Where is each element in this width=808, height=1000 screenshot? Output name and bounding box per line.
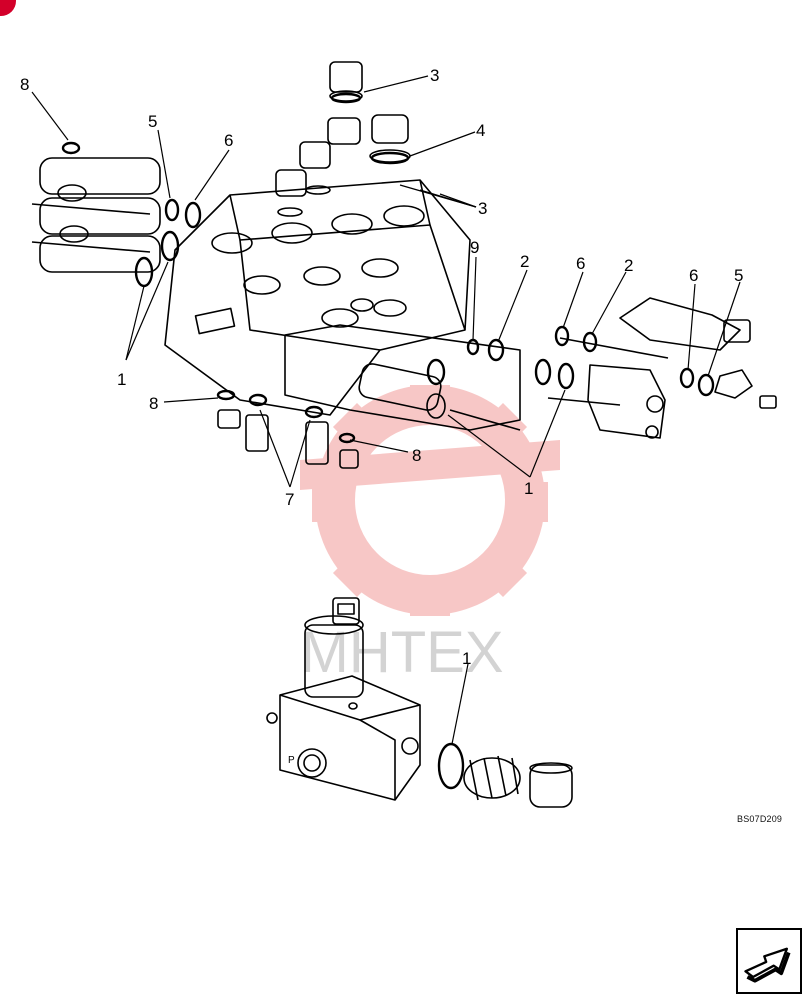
watermark-gear-logo [300, 385, 560, 616]
callout-9: 9 [470, 238, 479, 257]
o-ring-seals [61, 92, 715, 444]
callout-1-lower: 1 [462, 649, 471, 668]
callout-5-right: 5 [734, 266, 743, 285]
callout-6-mid: 6 [576, 254, 585, 273]
callout-5-left: 5 [148, 112, 157, 131]
solenoid-cartridge-assembly [266, 597, 573, 808]
callout-4: 4 [476, 121, 485, 140]
callout-8-right: 8 [412, 446, 421, 465]
callout-7: 7 [285, 490, 294, 509]
callout-labels: 8 5 6 3 4 3 9 2 6 2 6 5 1 8 7 8 1 1 [20, 66, 743, 668]
callout-3-top: 3 [430, 66, 439, 85]
next-page-arrow-icon [744, 947, 791, 983]
callout-2-left: 2 [520, 252, 529, 271]
callout-6-right: 6 [689, 266, 698, 285]
callout-1-left: 1 [117, 370, 126, 389]
control-valve-block [31, 61, 777, 469]
drawing-reference-code: BS07D209 [737, 814, 783, 824]
callout-6-left: 6 [224, 131, 233, 150]
callout-2-right: 2 [624, 256, 633, 275]
callout-8-left: 8 [149, 394, 158, 413]
port-label: P [288, 755, 295, 766]
callout-1-right: 1 [524, 479, 533, 498]
leader-lines [31, 75, 741, 745]
next-page-button[interactable] [736, 928, 802, 994]
lower-o-ring [437, 742, 465, 790]
callout-8-top: 8 [20, 75, 29, 94]
callout-3-mid: 3 [478, 199, 487, 218]
watermark-text: MHTEX [301, 620, 504, 685]
